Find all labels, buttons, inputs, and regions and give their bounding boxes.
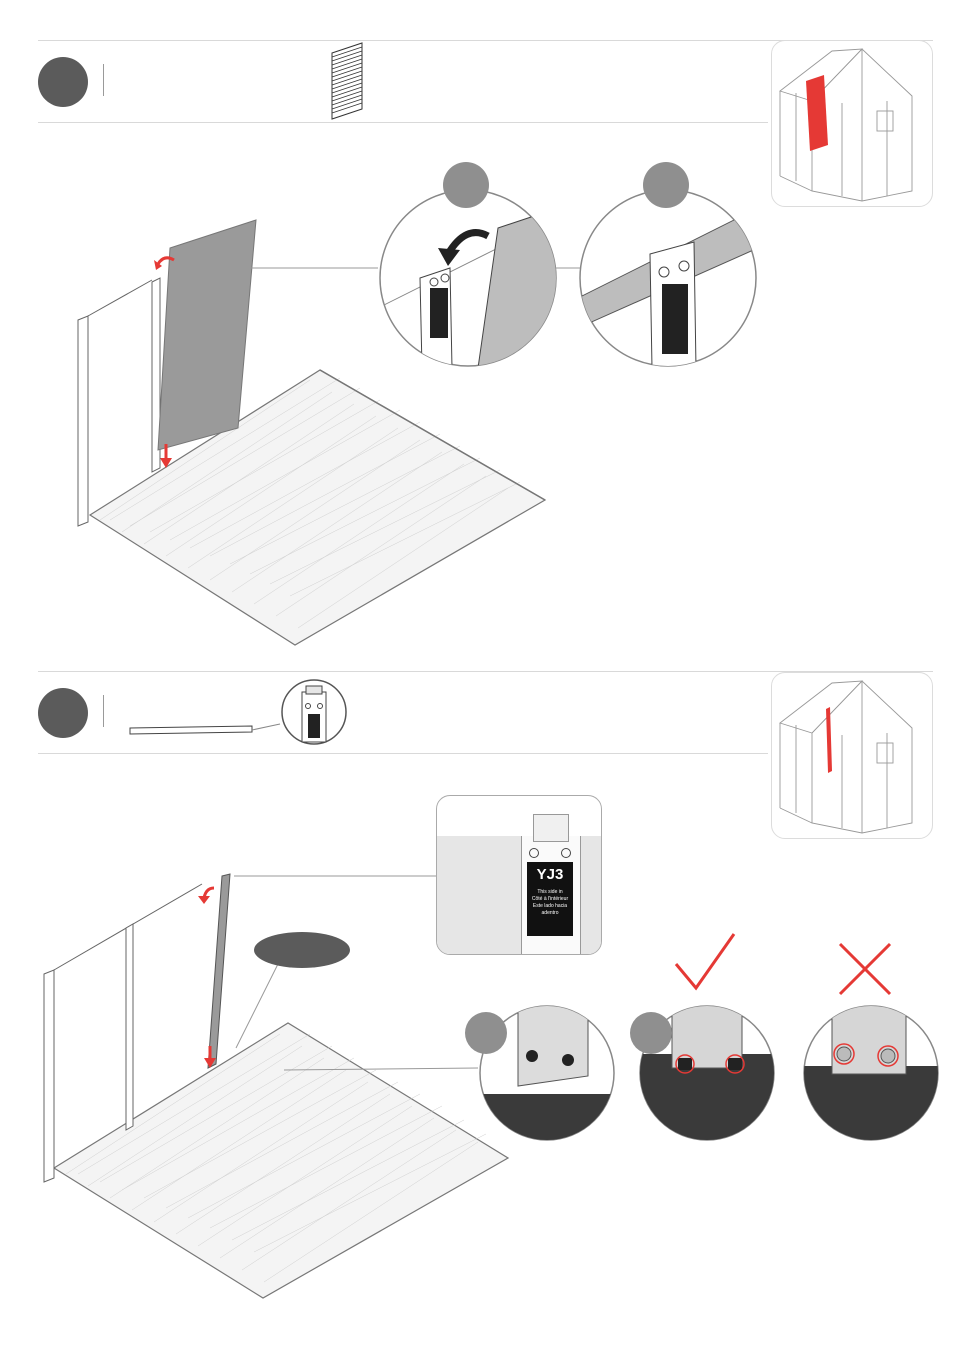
shed-overview-icon: [772, 673, 932, 838]
step1-number-badge: [38, 57, 88, 107]
profile-hole-left: [529, 848, 539, 858]
step2-number-badge: [38, 688, 88, 738]
step2-callout-correct-badge: [630, 1012, 672, 1054]
wall-profile: [208, 874, 230, 1068]
cross-icon: [836, 940, 894, 998]
corner-post: [44, 970, 54, 1182]
step2-callout-incorrect: [802, 1004, 940, 1142]
step1-callout-slide-in: [378, 188, 558, 368]
profile-label-detail: YJ3 This side in Côté à l'intérieur Este…: [436, 795, 602, 955]
wall-panel: [158, 220, 256, 450]
step1-part-wall-panel-icon: [330, 43, 364, 119]
step1-separator: [103, 64, 104, 96]
profile-note-2: Côté à l'intérieur: [527, 896, 573, 903]
profile-code: YJ3: [527, 866, 573, 883]
middle-post: [126, 924, 133, 1130]
step2-bottom-rule: [38, 753, 768, 754]
check-icon: [672, 930, 738, 994]
step1-callout-seated-badge: [643, 162, 689, 208]
inside-orientation-badge: [254, 932, 350, 968]
step2-part-profile-icon: [128, 678, 350, 748]
profile-note-3: Este lado hacia: [527, 903, 573, 910]
floor-base: [54, 1023, 508, 1298]
profile-tab: [533, 814, 569, 842]
step1-overview-thumbnail: [771, 40, 933, 207]
step1-callout-seated: [578, 188, 758, 368]
profile-note-1: This side in: [527, 889, 573, 896]
step2-callout-alignment-badge: [465, 1012, 507, 1054]
step2-overview-thumbnail: [771, 672, 933, 839]
step1-callout-slide-in-badge: [443, 162, 489, 208]
step1-bottom-rule: [38, 122, 768, 123]
profile-hole-right: [561, 848, 571, 858]
profile-note-4: adentro: [527, 910, 573, 917]
step2-separator: [103, 695, 104, 727]
corner-post: [78, 316, 88, 526]
profile-sticker: YJ3 This side in Côté à l'intérieur Este…: [527, 862, 573, 936]
shed-overview-icon: [772, 41, 932, 206]
